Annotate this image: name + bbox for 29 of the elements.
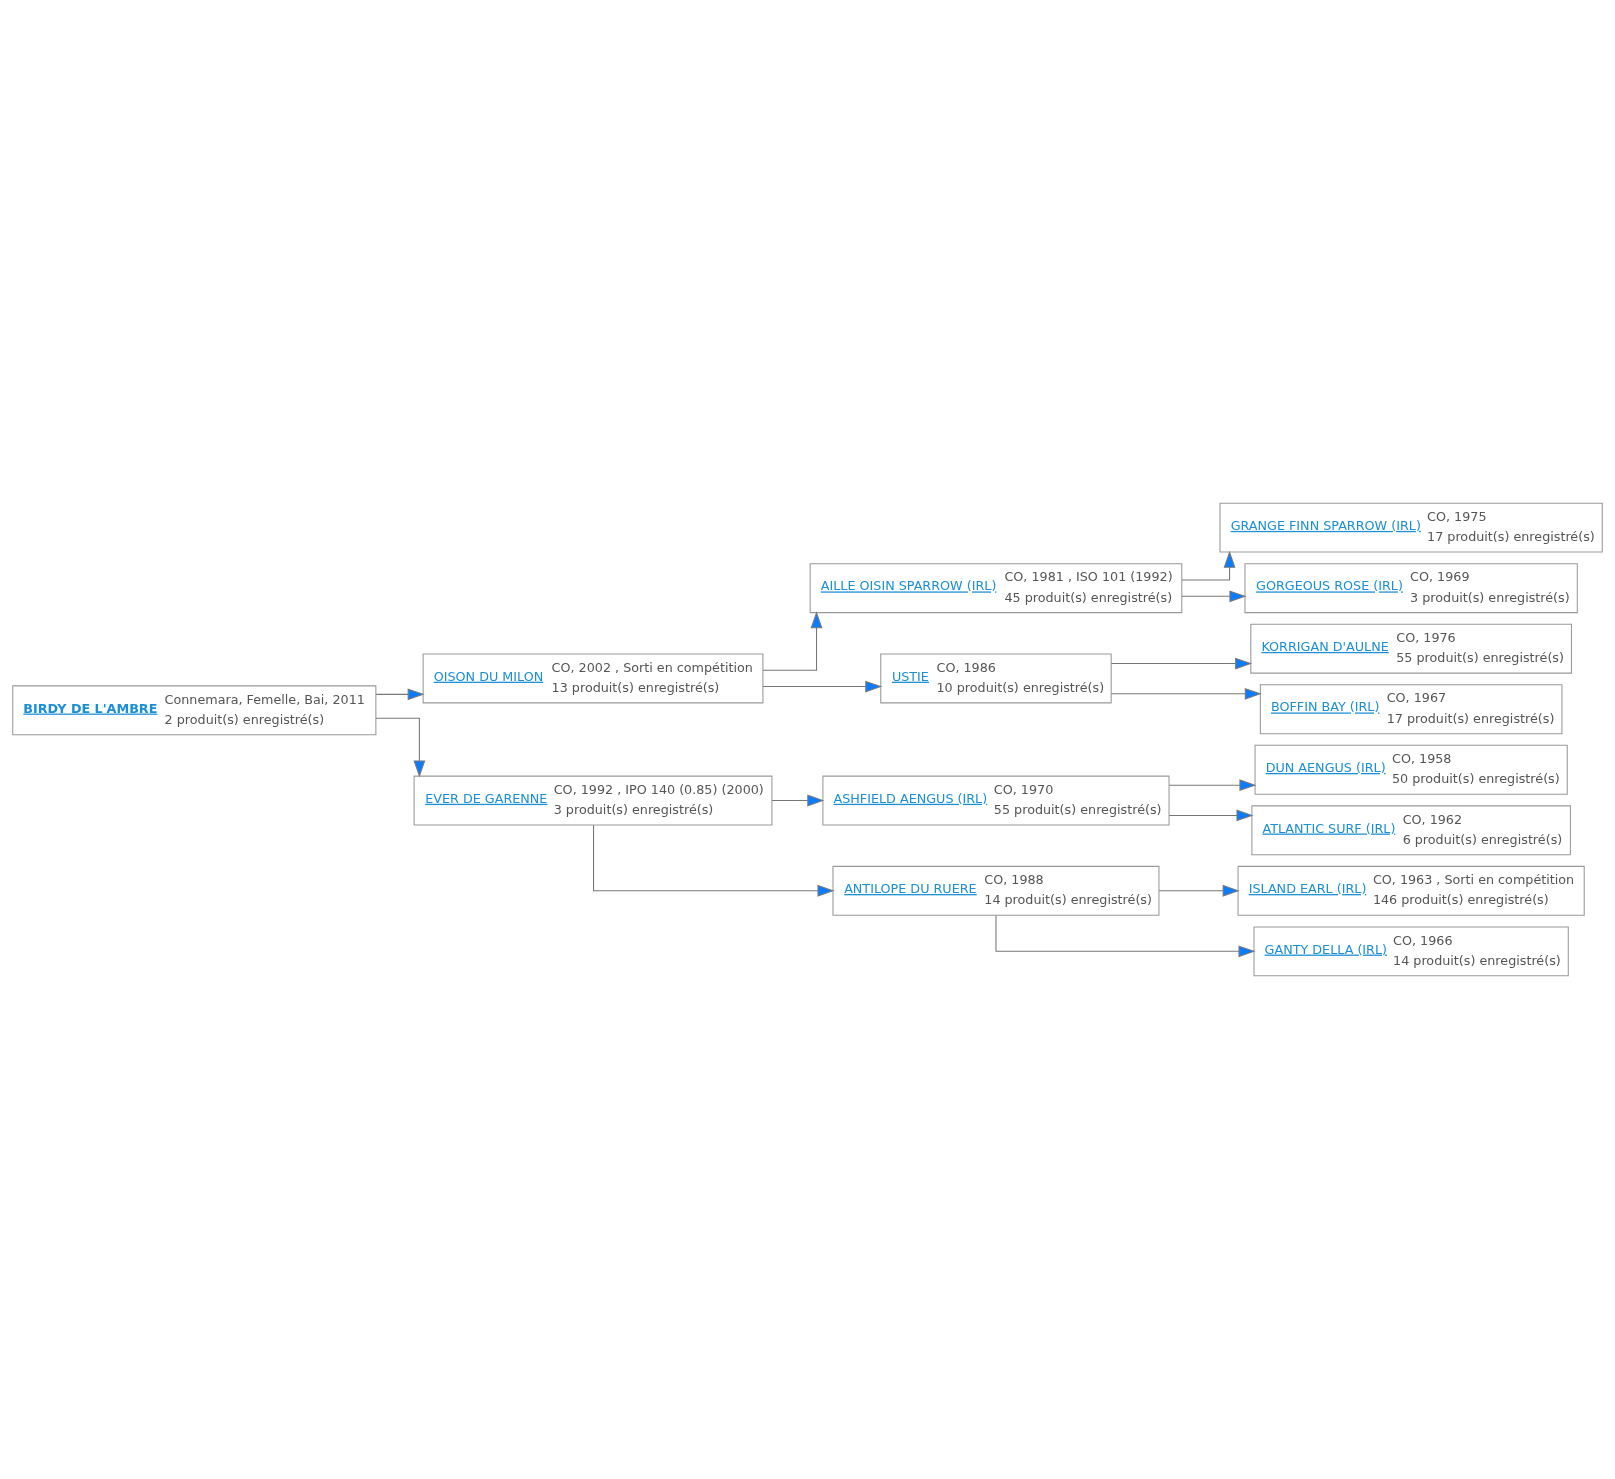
arrow xyxy=(1168,779,1257,792)
arrow xyxy=(1168,809,1254,822)
node-box: ATLANTIC SURF (IRL) CO, 1962 6 produit(s) enregistré(s) xyxy=(1251,805,1571,856)
node-box: ASHFIELD AENGUS (IRL) CO, 1970 55 produit(s) enregistré(s) xyxy=(822,775,1170,826)
arrow xyxy=(375,688,425,701)
node-box: GANTY DELLA (IRL) CO, 1966 14 produit(s) enregistré(s) xyxy=(1253,926,1569,977)
arrow xyxy=(593,824,835,897)
node-box: GORGEOUS ROSE (IRL) CO, 1969 3 produit(s) enregistré(s) xyxy=(1244,563,1578,614)
arrow xyxy=(1110,687,1262,700)
arrow xyxy=(1181,590,1247,603)
arrow xyxy=(762,611,823,671)
arrow xyxy=(1158,884,1240,897)
node-box: OISON DU MILON CO, 2002 , Sorti en compétition 13 produit(s) enregistré(s) xyxy=(422,653,764,704)
arrow xyxy=(375,717,426,778)
node-box: GRANGE FINN SPARROW (IRL) CO, 1975 17 produit(s) enregistré(s) xyxy=(1219,502,1603,553)
node-box: BOFFIN BAY (IRL) CO, 1967 17 produit(s) enregistré(s) xyxy=(1259,684,1563,735)
node-box: ISLAND EARL (IRL) CO, 1963 , Sorti en compétition 146 produit(s) enregistré(s) xyxy=(1237,865,1585,916)
node-box: EVER DE GARENNE CO, 1992 , IPO 140 (0.85) (2000) 3 produit(s) enregistré(s) xyxy=(413,775,773,826)
node-box: KORRIGAN D'AULNE CO, 1976 55 produit(s) enregistré(s) xyxy=(1250,623,1572,674)
node-box: ANTILOPE DU RUERE CO, 1988 14 produit(s) enregistré(s) xyxy=(832,865,1160,916)
node-box: BIRDY DE L'AMBRE Connemara, Femelle, Bai, 2011 2 produit(s) enregistré(s) xyxy=(12,685,377,736)
arrow xyxy=(1181,550,1236,581)
arrow xyxy=(1110,657,1253,670)
node-box: DUN AENGUS (IRL) CO, 1958 50 produit(s) enregistré(s) xyxy=(1254,744,1568,795)
arrow xyxy=(762,680,883,693)
arrow xyxy=(771,794,825,807)
node-box: USTIE CO, 1986 10 produit(s) enregistré(s) xyxy=(880,653,1112,704)
arrow xyxy=(995,914,1256,958)
node-box: AILLE OISIN SPARROW (IRL) CO, 1981 , ISO 101 (1992) 45 produit(s) enregistré(s) xyxy=(809,563,1183,614)
